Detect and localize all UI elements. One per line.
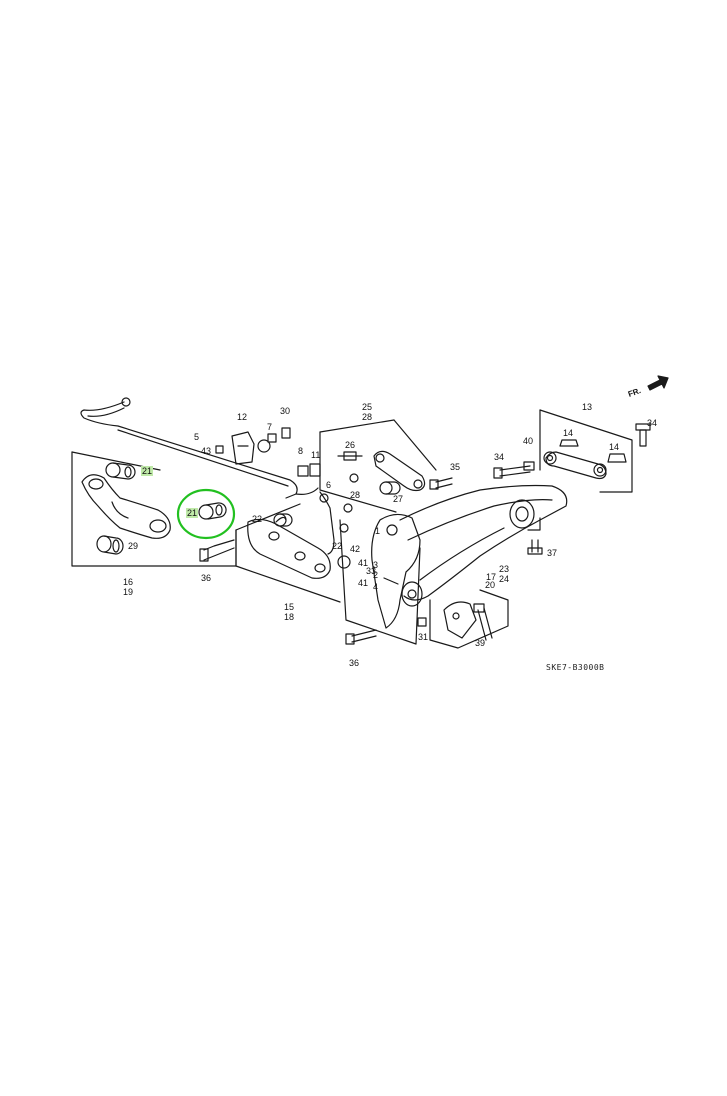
bolt-35 (429, 477, 453, 490)
main-trailing-arm (399, 484, 568, 601)
callout-21-highlighted: 21 (186, 508, 199, 518)
callout-25: 25 (362, 402, 373, 412)
callout-21-top: 21 (141, 466, 154, 476)
callout-18: 18 (284, 612, 295, 622)
bracket-box (429, 589, 509, 649)
callout-11: 11 (311, 450, 321, 460)
bushing-27 (379, 481, 401, 495)
callout-24: 24 (499, 574, 510, 584)
callout-28-mid: 28 (350, 490, 361, 500)
bushing-10 (257, 439, 271, 453)
callout-15: 15 (284, 602, 295, 612)
callout-26: 26 (345, 440, 356, 450)
callout-36-left: 36 (201, 573, 212, 583)
bolt-36-bottom (345, 629, 377, 645)
callout-22-right: 22 (332, 541, 343, 551)
diagram-code: SKE7-B3000B (546, 663, 605, 672)
callout-14-right: 14 (609, 442, 620, 452)
nut-31 (417, 617, 427, 627)
bushing-14-left (559, 439, 579, 447)
callout-19: 19 (123, 587, 134, 597)
callout-30: 30 (280, 406, 291, 416)
bushing-22-left (273, 513, 293, 527)
front-arrow (647, 375, 669, 391)
bolt-7 (267, 433, 277, 443)
callout-33: 33 (366, 566, 377, 576)
callout-13: 13 (582, 402, 593, 412)
callout-43: 43 (201, 446, 212, 456)
callout-31: 31 (418, 632, 429, 642)
upper-link (373, 450, 426, 492)
callout-39: 39 (475, 638, 486, 648)
callout-7: 7 (267, 422, 273, 432)
bushing-11 (309, 463, 321, 477)
nut-43 (215, 445, 224, 454)
bolt-30 (281, 427, 291, 439)
callout-37: 37 (547, 548, 558, 558)
callout-40: 40 (523, 436, 534, 446)
callout-35: 35 (450, 462, 461, 472)
bushing-29 (96, 535, 124, 555)
callout-27: 27 (393, 494, 404, 504)
bolt-34-left (493, 465, 531, 479)
bolt-34-right (635, 423, 651, 447)
callout-29: 29 (128, 541, 139, 551)
upper-arm-box (539, 409, 633, 493)
callout-4: 4 (373, 582, 379, 592)
trailing-arm (81, 474, 171, 539)
bushing-22-right (337, 555, 351, 569)
bolt-37 (527, 539, 543, 555)
bolt-39 (473, 603, 493, 641)
knuckle-box (339, 519, 421, 645)
hardware-33 (339, 473, 359, 533)
callout-42: 42 (350, 544, 361, 554)
bushing-21-top (105, 462, 136, 480)
bushing-8 (297, 465, 309, 477)
knuckle (371, 513, 423, 629)
upper-arm (543, 451, 607, 480)
callout-12: 12 (237, 412, 248, 422)
nut-40 (523, 461, 535, 471)
link-6 (319, 491, 335, 555)
callout-17: 17 (486, 572, 497, 582)
callout-3: 3 (373, 560, 379, 570)
callout-8: 8 (298, 446, 304, 456)
ball-joint-26 (337, 451, 363, 461)
callout-23: 23 (499, 564, 510, 574)
callout-41-top: 41 (358, 558, 369, 568)
callout-6: 6 (326, 480, 332, 490)
stabilizer-link-12 (231, 431, 255, 465)
bushing-21-highlighted (198, 502, 227, 520)
bracket (443, 601, 477, 639)
bolt-36-left (199, 539, 235, 562)
callout-20: 20 (485, 580, 496, 590)
callout-14-left: 14 (563, 428, 574, 438)
bushing-14-right (607, 453, 627, 463)
callout-5: 5 (194, 432, 200, 442)
callout-41-bottom: 41 (358, 578, 369, 588)
callout-22-left: 22 (252, 514, 263, 524)
lower-arm-box (235, 503, 341, 603)
highlight-circle (176, 488, 236, 540)
callout-36-bottom: 36 (349, 658, 360, 668)
callout-34-right: 34 (647, 418, 658, 428)
callout-28-top: 28 (362, 412, 373, 422)
stabilizer-bar (80, 397, 319, 499)
link-box (319, 419, 437, 513)
callout-34-left: 34 (494, 452, 505, 462)
callout-16: 16 (123, 577, 134, 587)
lower-arm (247, 516, 331, 579)
callout-2: 2 (373, 570, 379, 580)
callout-1: 1 (375, 526, 381, 536)
